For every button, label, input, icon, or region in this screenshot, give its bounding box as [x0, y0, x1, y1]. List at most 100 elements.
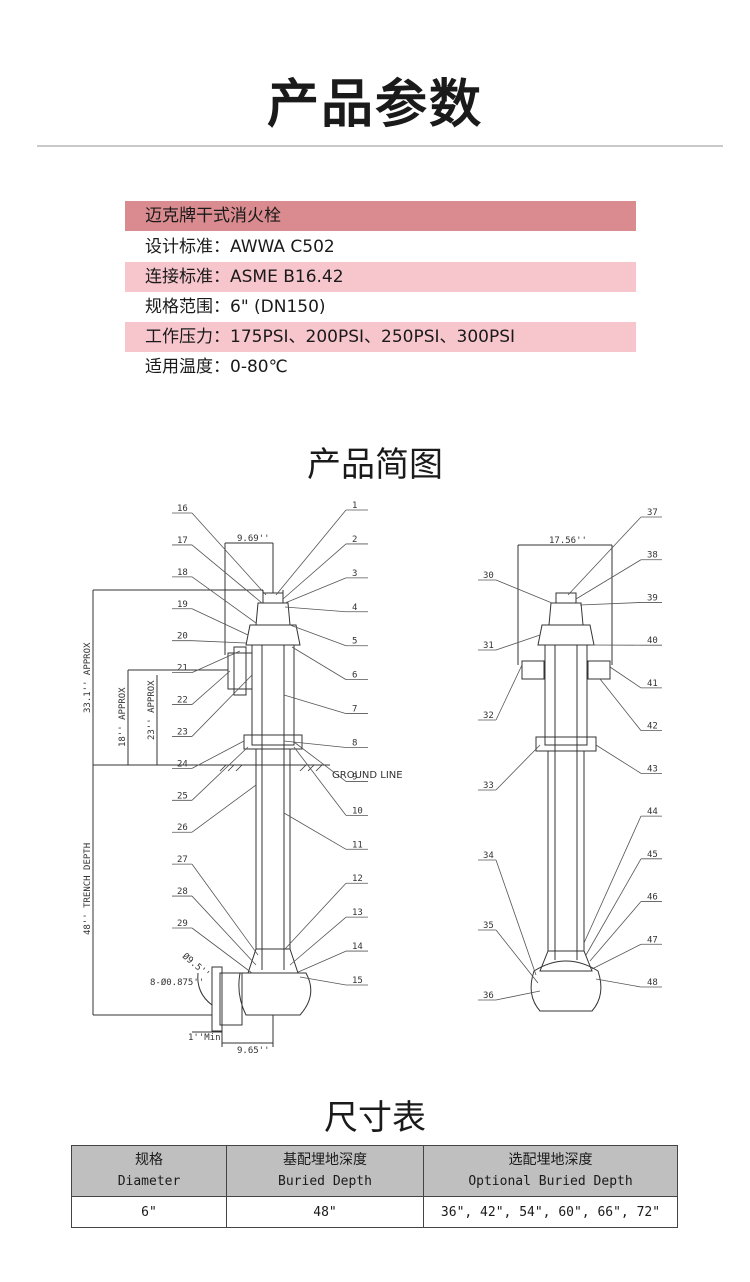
spec-label: 规格范围	[145, 297, 213, 317]
ground-line-label: GROUND LINE	[332, 770, 403, 781]
callout-leader	[595, 978, 642, 988]
spec-value: ASME B16.42	[230, 267, 344, 287]
callout-number: 23	[177, 727, 188, 737]
callout-number: 37	[647, 508, 658, 518]
callout-leader	[191, 740, 245, 769]
dim-width-top-left: 9.69''	[237, 534, 270, 544]
callout-leader	[495, 859, 537, 976]
cell-optional-depth: 36", 42", 54", 60", 66", 72"	[423, 1196, 678, 1228]
dim-bolts: 8-Ø0.875''	[150, 977, 204, 988]
spec-product-name: 迈克牌干式消火栓	[125, 201, 636, 231]
callout-leader	[293, 746, 347, 816]
callout-leader	[595, 744, 642, 774]
spec-row-standard: 设计标准：AWWA C502	[145, 237, 335, 257]
hydrant-diagram: 1234567891011121314151617181920212223242…	[83, 501, 662, 1056]
callout-number: 47	[647, 935, 658, 945]
dim-min: 1''Min	[188, 1033, 221, 1043]
callout-number: 20	[177, 632, 188, 642]
callout-leader	[191, 544, 263, 604]
cell-buried-depth: 48"	[226, 1196, 424, 1228]
title-divider	[37, 145, 723, 147]
callout-number: 15	[352, 976, 363, 986]
callout-number: 44	[647, 807, 658, 817]
spec-label: 设计标准	[145, 237, 213, 257]
spec-value: AWWA C502	[230, 237, 335, 257]
callout-leader	[191, 670, 231, 705]
callout-number: 2	[352, 535, 357, 545]
ground-hatch	[219, 764, 323, 772]
callout-leader	[293, 741, 347, 782]
callout-number: 14	[352, 942, 363, 952]
callout-leader	[191, 927, 253, 974]
callout-number: 40	[647, 636, 658, 646]
callout-leader	[191, 512, 267, 596]
spec-row-temperature: 适用温度：0-80℃	[145, 357, 288, 377]
callout-number: 33	[483, 781, 494, 791]
callout-number: 10	[352, 806, 363, 816]
callout-number: 27	[177, 855, 188, 865]
dimension-table-title: 尺寸表	[324, 1098, 426, 1138]
table-row: 6" 48" 36", 42", 54", 60", 66", 72"	[71, 1196, 678, 1228]
callout-leader	[191, 674, 253, 737]
callout-number: 39	[647, 593, 658, 603]
callout-number: 29	[177, 919, 188, 929]
dim-height-total: 33.1'' APPROX	[83, 642, 93, 713]
callout-leader	[283, 694, 347, 714]
callout-leader	[191, 576, 257, 624]
callout-number: 1	[352, 501, 357, 511]
callout-leader	[291, 646, 347, 680]
spec-table: 迈克牌干式消火栓 设计标准：AWWA C502 连接标准：ASME B16.42…	[125, 201, 636, 382]
spec-label: 连接标准	[145, 267, 213, 287]
dim-nozzle-23: 23'' APPROX	[147, 680, 157, 740]
spec-row-size: 规格范围：6" (DN150)	[145, 297, 326, 317]
callout-number: 4	[352, 603, 357, 613]
callout-number: 38	[647, 551, 658, 561]
callout-leader	[283, 812, 347, 850]
callout-number: 41	[647, 679, 658, 689]
callout-number: 8	[352, 739, 357, 749]
callout-number: 18	[177, 568, 188, 578]
callout-leader	[284, 882, 347, 950]
callout-leader	[191, 895, 257, 966]
callout-leader	[591, 943, 642, 970]
dimension-table: 规格 Diameter 基配埋地深度 Buried Depth 选配埋地深度 O…	[71, 1145, 678, 1228]
spec-label: 工作压力	[145, 327, 213, 347]
callout-leader	[191, 863, 259, 956]
callout-leader	[585, 858, 642, 956]
right-hydrant-drawing	[521, 592, 611, 1012]
dim-trench-depth: 48'' TRENCH DEPTH	[83, 843, 93, 935]
spec-row-connection: 连接标准：ASME B16.42	[125, 262, 636, 292]
callout-leader	[275, 509, 347, 596]
callout-leader	[599, 678, 642, 731]
callout-number: 3	[352, 569, 357, 579]
header-diameter: 规格 Diameter	[71, 1145, 227, 1197]
callout-leader	[567, 516, 642, 596]
callout-leader	[299, 976, 347, 986]
callout-number: 21	[177, 664, 188, 674]
callout-number: 46	[647, 893, 658, 903]
dim-nozzle-18: 18'' APPROX	[118, 687, 128, 747]
callout-number: 31	[483, 641, 494, 651]
spec-row-pressure: 工作压力：175PSI、200PSI、250PSI、300PSI	[125, 322, 636, 352]
callout-number: 24	[177, 759, 188, 769]
callout-leader	[609, 666, 642, 689]
callout-leader	[589, 901, 642, 962]
callout-number: 25	[177, 791, 188, 801]
callout-leader	[495, 579, 553, 604]
callout-leader	[191, 608, 249, 636]
callout-leader	[495, 664, 523, 721]
callout-number: 45	[647, 850, 658, 860]
callout-number: 17	[177, 536, 188, 546]
callout-number: 19	[177, 600, 188, 610]
spec-value: 0-80℃	[230, 357, 288, 377]
callout-leader	[495, 929, 539, 984]
header-buried-depth: 基配埋地深度 Buried Depth	[226, 1145, 424, 1197]
callout-number: 13	[352, 908, 363, 918]
spec-value: 6" (DN150)	[230, 297, 326, 317]
callout-number: 48	[647, 978, 658, 988]
callout-number: 30	[483, 571, 494, 581]
callout-leader	[495, 634, 541, 651]
dim-width-top-right: 17.56''	[549, 536, 587, 546]
callout-leader	[295, 950, 347, 974]
callout-number: 6	[352, 671, 357, 681]
